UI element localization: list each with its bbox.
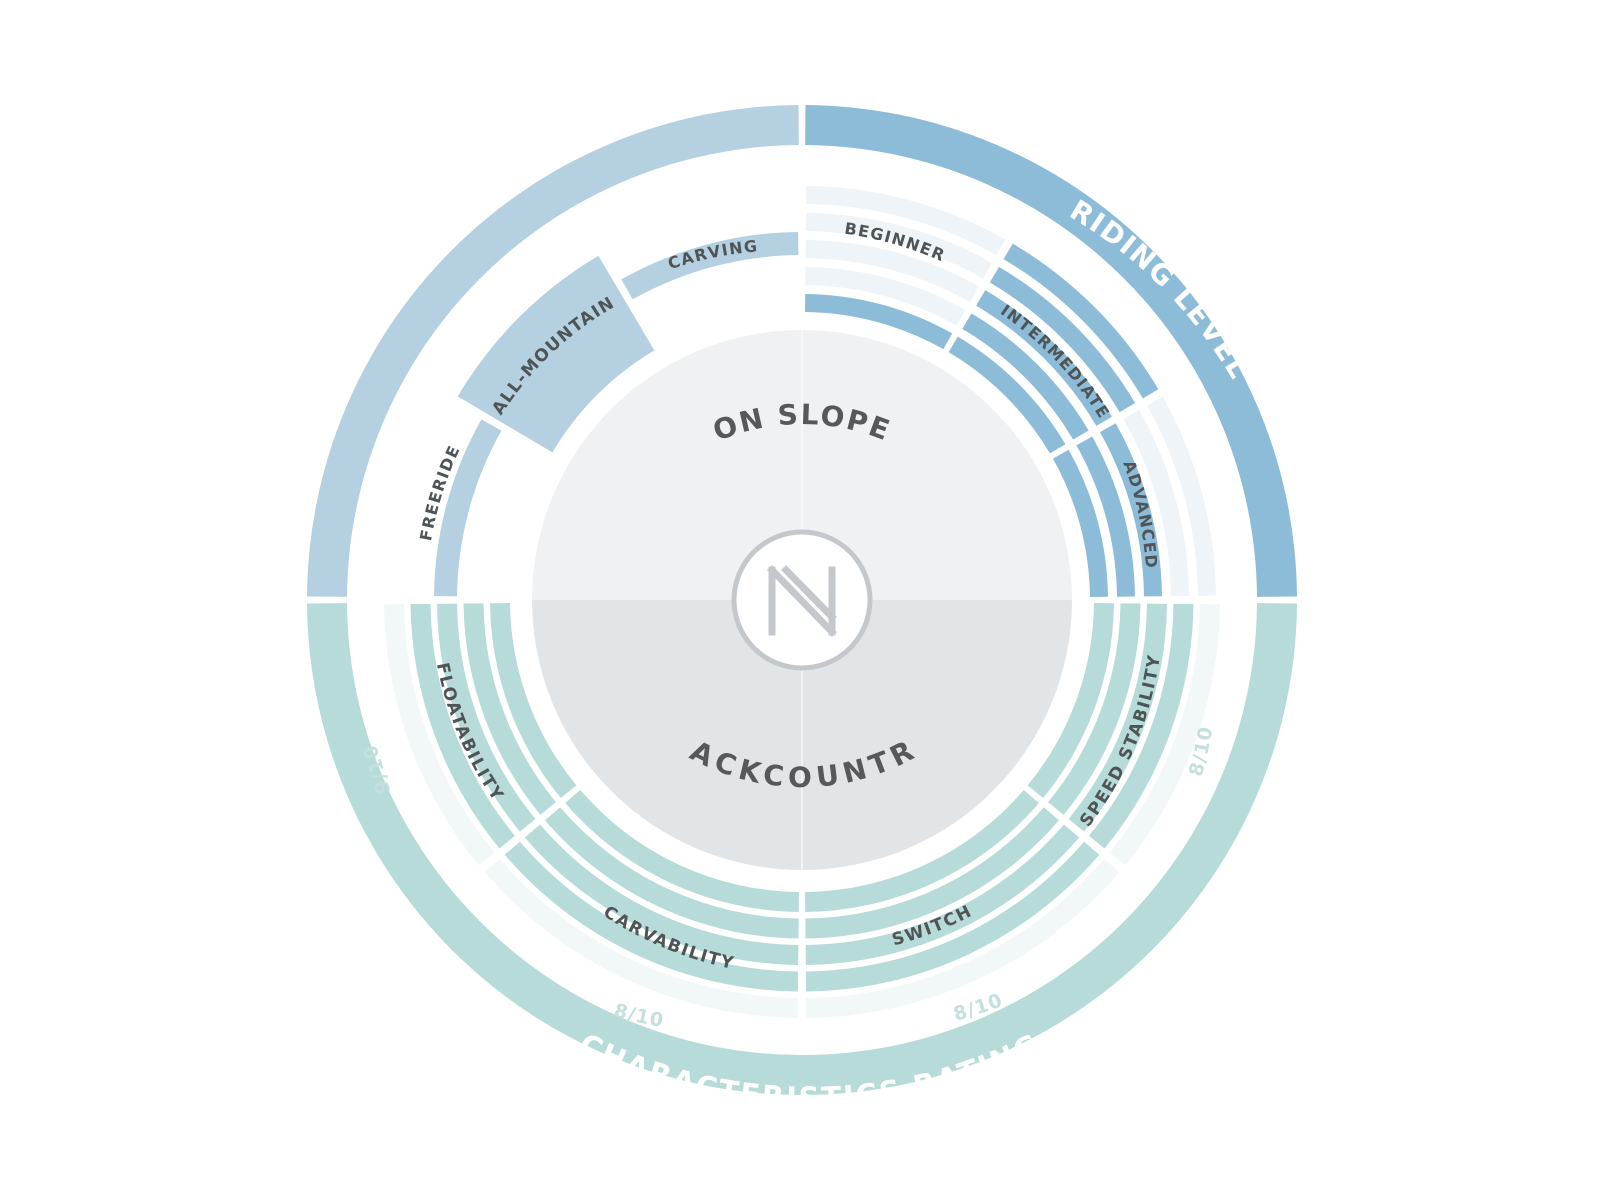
- riding-ring-1-1: [989, 266, 1136, 413]
- terrain-segment-1: [457, 255, 655, 453]
- riding-ring-0-1: [805, 213, 992, 279]
- characteristic-ring-0-3: [463, 603, 556, 815]
- riding-ring-0-3: [805, 267, 966, 326]
- riding-ring-0-0: [806, 186, 1006, 255]
- terrain-outer-band: [307, 105, 799, 597]
- characteristic-ring-0-4: [490, 603, 577, 799]
- characteristic-ring-0-2: [437, 603, 536, 832]
- characteristic-ring-1-3: [544, 807, 799, 939]
- characteristic-ring-0-0: [384, 604, 495, 866]
- characteristic-ring-3-0: [1109, 604, 1220, 866]
- center-disc: [532, 330, 1072, 870]
- characteristic-ring-3-4: [1027, 603, 1114, 799]
- riding-ring-2-4: [1052, 449, 1108, 597]
- characteristic-ring-2-3: [805, 807, 1060, 939]
- characteristic-ring-2-1: [805, 841, 1100, 992]
- riding-ring-1-4: [948, 336, 1066, 454]
- riding-ring-0-4: [805, 294, 953, 350]
- diagram-bands: [307, 105, 1297, 1096]
- riding-ring-2-3: [1076, 436, 1135, 597]
- riding-ring-0-2: [805, 240, 979, 303]
- characteristic-ring-2-2: [805, 824, 1080, 965]
- riding-ring-1-0: [1003, 243, 1159, 399]
- terrain-segment-2: [621, 232, 799, 300]
- terrain-segment-0: [434, 419, 502, 597]
- riding-ring-1-2: [976, 290, 1112, 426]
- characteristic-ring-1-4: [565, 790, 799, 912]
- riding-ring-1-3: [962, 313, 1089, 440]
- characteristic-ring-0-1: [410, 603, 515, 849]
- characteristic-ring-1-2: [524, 824, 799, 965]
- characteristic-ring-3-3: [1048, 603, 1141, 815]
- characteristic-ring-3-1: [1089, 603, 1194, 849]
- characteristic-ring-3-2: [1068, 603, 1167, 832]
- characteristic-ring-1-0: [484, 859, 798, 1018]
- n-logo-icon: [731, 529, 873, 671]
- riding-ring-2-1: [1123, 410, 1189, 597]
- riding-level-outer-band: [805, 105, 1297, 597]
- characteristic-ring-1-1: [504, 841, 799, 992]
- characteristic-ring-2-0: [806, 859, 1120, 1018]
- characteristic-ring-2-4: [805, 790, 1039, 912]
- riding-ring-2-2: [1099, 423, 1162, 597]
- riding-ring-2-0: [1147, 396, 1216, 596]
